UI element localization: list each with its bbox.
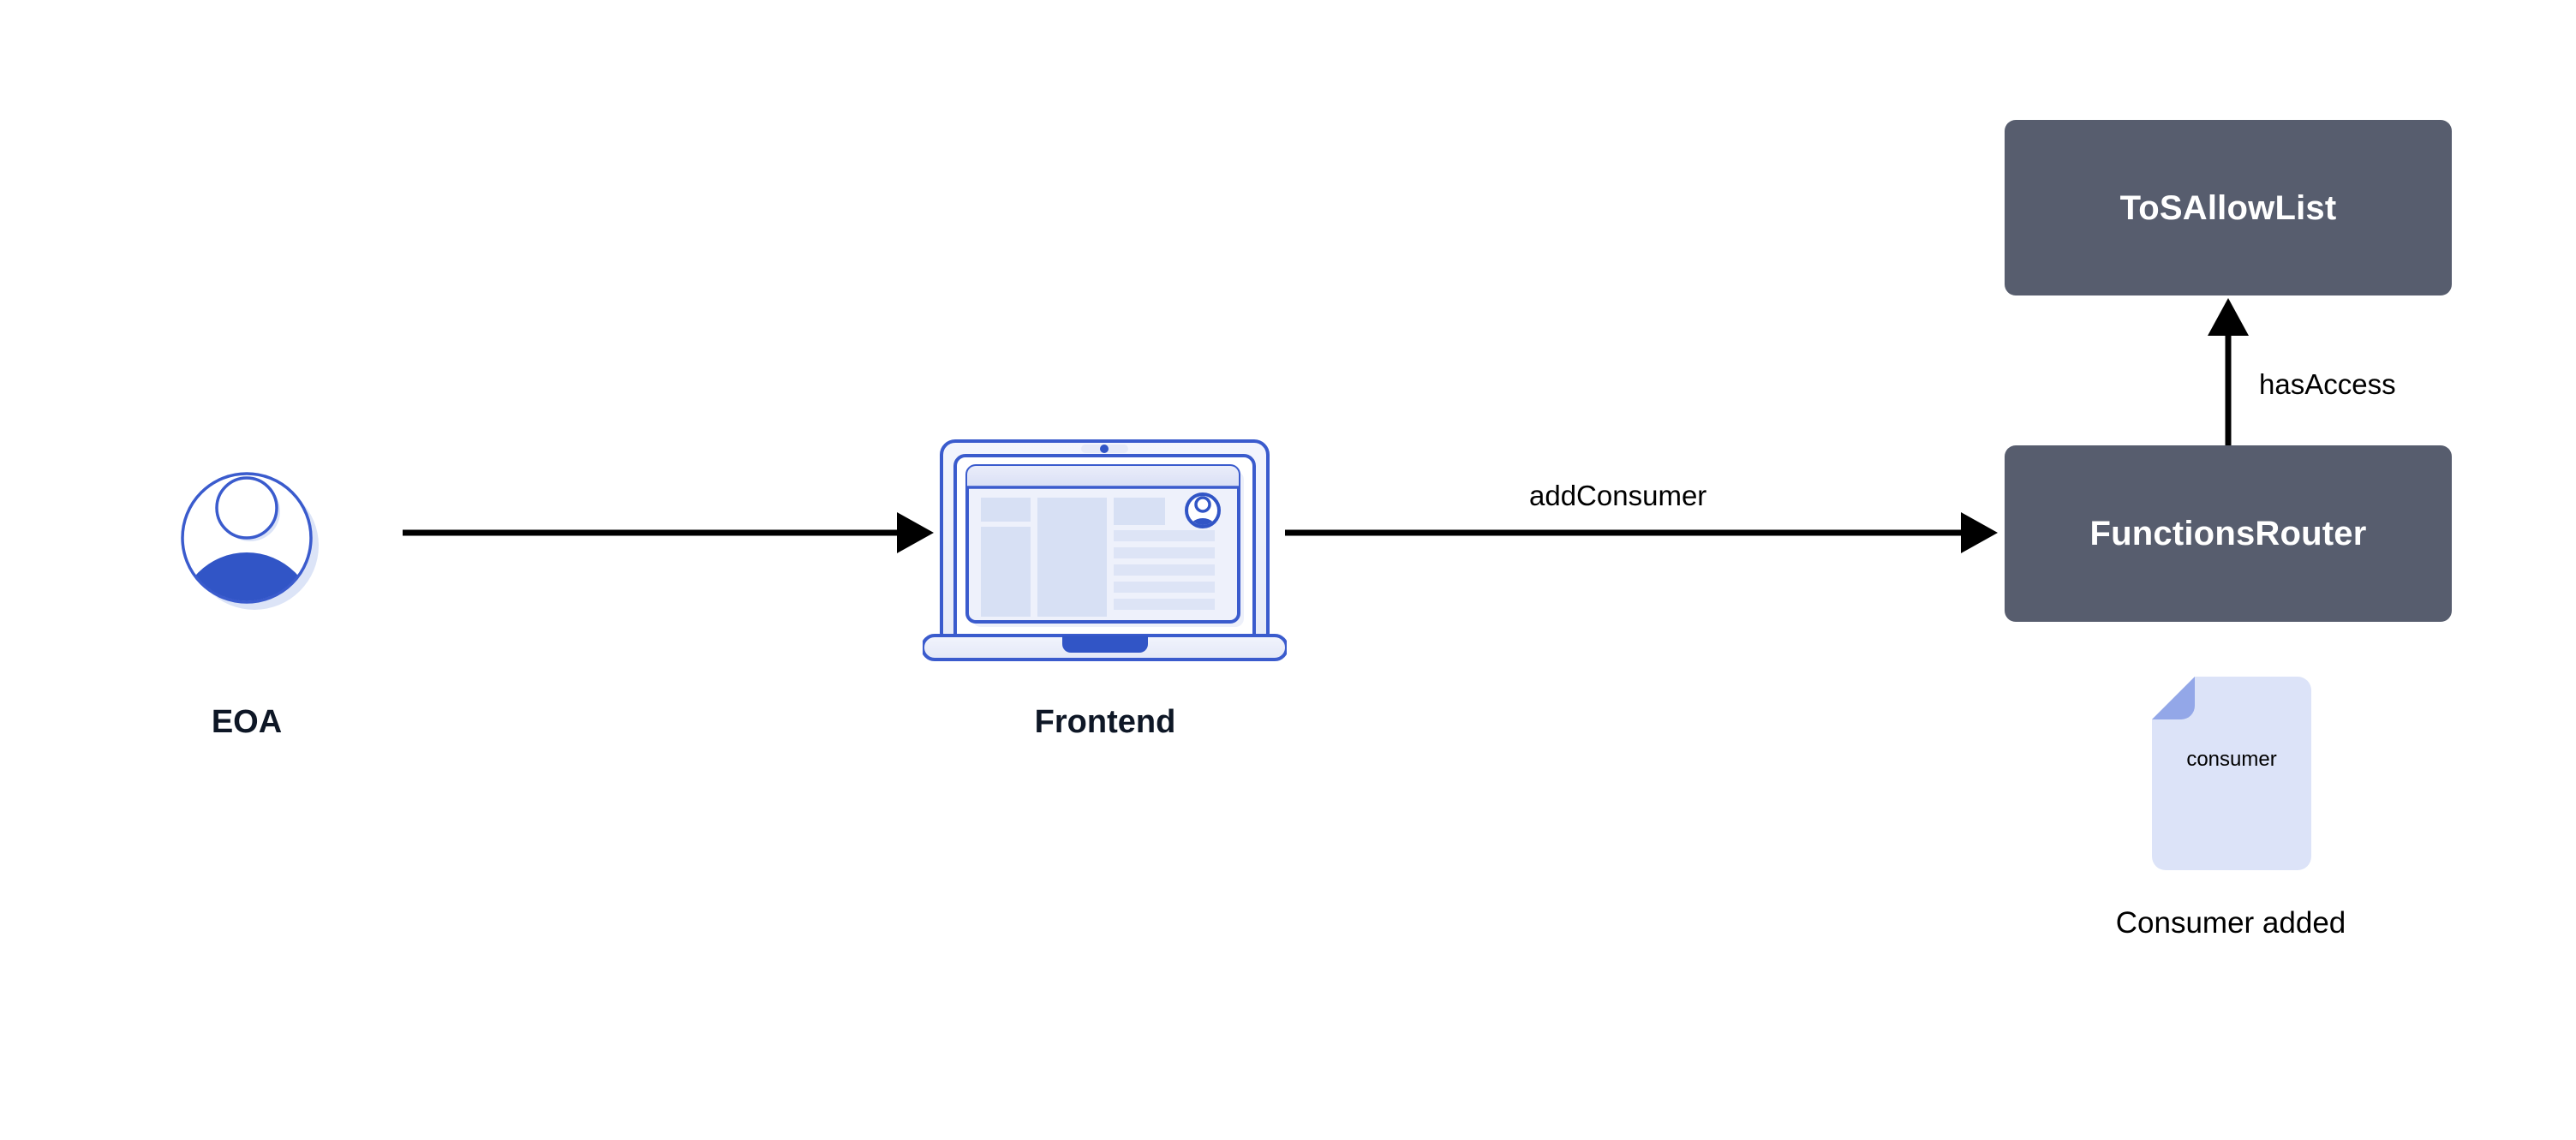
eoa-label: EOA bbox=[211, 704, 283, 740]
consumer-added-caption: Consumer added bbox=[2115, 906, 2346, 940]
functions-router-box[interactable]: FunctionsRouter bbox=[2005, 445, 2452, 622]
tos-allow-list-box[interactable]: ToSAllowList bbox=[2005, 120, 2452, 295]
edge-label-has-access: hasAccess bbox=[2259, 368, 2396, 400]
laptop-icon bbox=[921, 439, 1288, 661]
consumer-file-node[interactable]: consumer bbox=[2150, 675, 2313, 872]
edge-label-add-consumer: addConsumer bbox=[1529, 480, 1707, 511]
tos-allow-list-label: ToSAllowList bbox=[2119, 188, 2337, 227]
edge-eoa-to-frontend bbox=[403, 512, 934, 553]
functions-router-label: FunctionsRouter bbox=[2089, 515, 2367, 552]
frontend-label: Frontend bbox=[1034, 704, 1176, 740]
user-avatar-icon bbox=[181, 472, 319, 610]
eoa-node[interactable] bbox=[158, 450, 343, 634]
consumer-file-text: consumer bbox=[2186, 748, 2277, 771]
edge-frontend-to-router bbox=[1285, 512, 1998, 553]
document-file-icon bbox=[2152, 677, 2311, 870]
frontend-node[interactable] bbox=[921, 433, 1288, 668]
edge-router-to-tos bbox=[2208, 298, 2249, 445]
screen-avatar-icon bbox=[1185, 492, 1221, 528]
